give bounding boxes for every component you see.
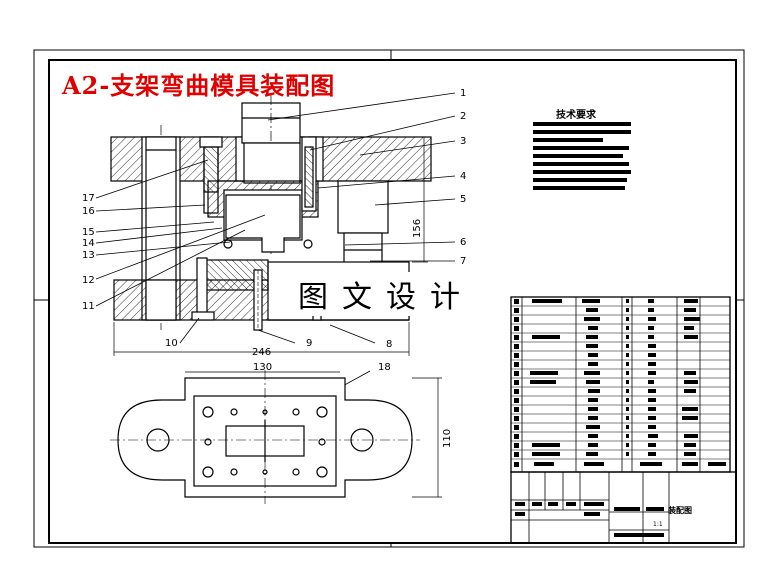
mounting-holes <box>202 406 328 478</box>
part-label: 1 <box>460 88 466 99</box>
parts-list-rows <box>511 305 730 460</box>
part-label: 15 <box>82 227 95 238</box>
part-label: 11 <box>82 301 95 312</box>
part-label: 5 <box>460 194 466 205</box>
part-label: 8 <box>386 339 392 350</box>
part-label: 4 <box>460 171 466 182</box>
dimension-110: 110 <box>442 429 453 448</box>
part-label: 9 <box>306 338 312 349</box>
parts-list-redacted-text <box>514 299 726 467</box>
outer-border <box>33 49 745 548</box>
dimension-156: 156 <box>412 219 423 238</box>
front-section-view <box>110 95 432 331</box>
title-block-drawing-name: 装配图 <box>668 506 692 515</box>
tech-requirements-redacted <box>533 122 631 190</box>
part-label: 13 <box>82 250 95 261</box>
part-labels: 1 2 3 4 5 6 7 8 9 10 11 12 13 14 15 16 1… <box>82 88 466 373</box>
parts-list <box>510 296 731 473</box>
part-label: 14 <box>82 238 95 249</box>
part-label: 18 <box>378 362 391 373</box>
tech-requirements-heading: 技术要求 <box>556 110 596 121</box>
border-ticks <box>34 50 744 547</box>
part-label: 16 <box>82 206 95 217</box>
part-label: 7 <box>460 256 466 267</box>
guide-post <box>337 180 389 234</box>
leader-lines <box>95 92 456 416</box>
dimension-130: 130 <box>253 362 272 373</box>
part-label: 17 <box>82 193 95 204</box>
title-block <box>510 471 737 544</box>
part-label: 10 <box>165 338 178 349</box>
part-label: 12 <box>82 275 95 286</box>
dimension-lines <box>113 136 442 498</box>
title-block-scale: 1:1 <box>653 521 663 528</box>
drawing-title: A2-支架弯曲模具装配图 <box>62 71 336 100</box>
inner-border <box>48 59 737 544</box>
dimension-246: 246 <box>252 347 271 358</box>
title-block-redacted-text <box>515 502 664 537</box>
plan-view <box>110 370 420 504</box>
watermark: 图文设计 <box>294 272 478 316</box>
part-label: 6 <box>460 237 466 248</box>
part-label: 2 <box>460 111 466 122</box>
part-label: 3 <box>460 136 466 147</box>
